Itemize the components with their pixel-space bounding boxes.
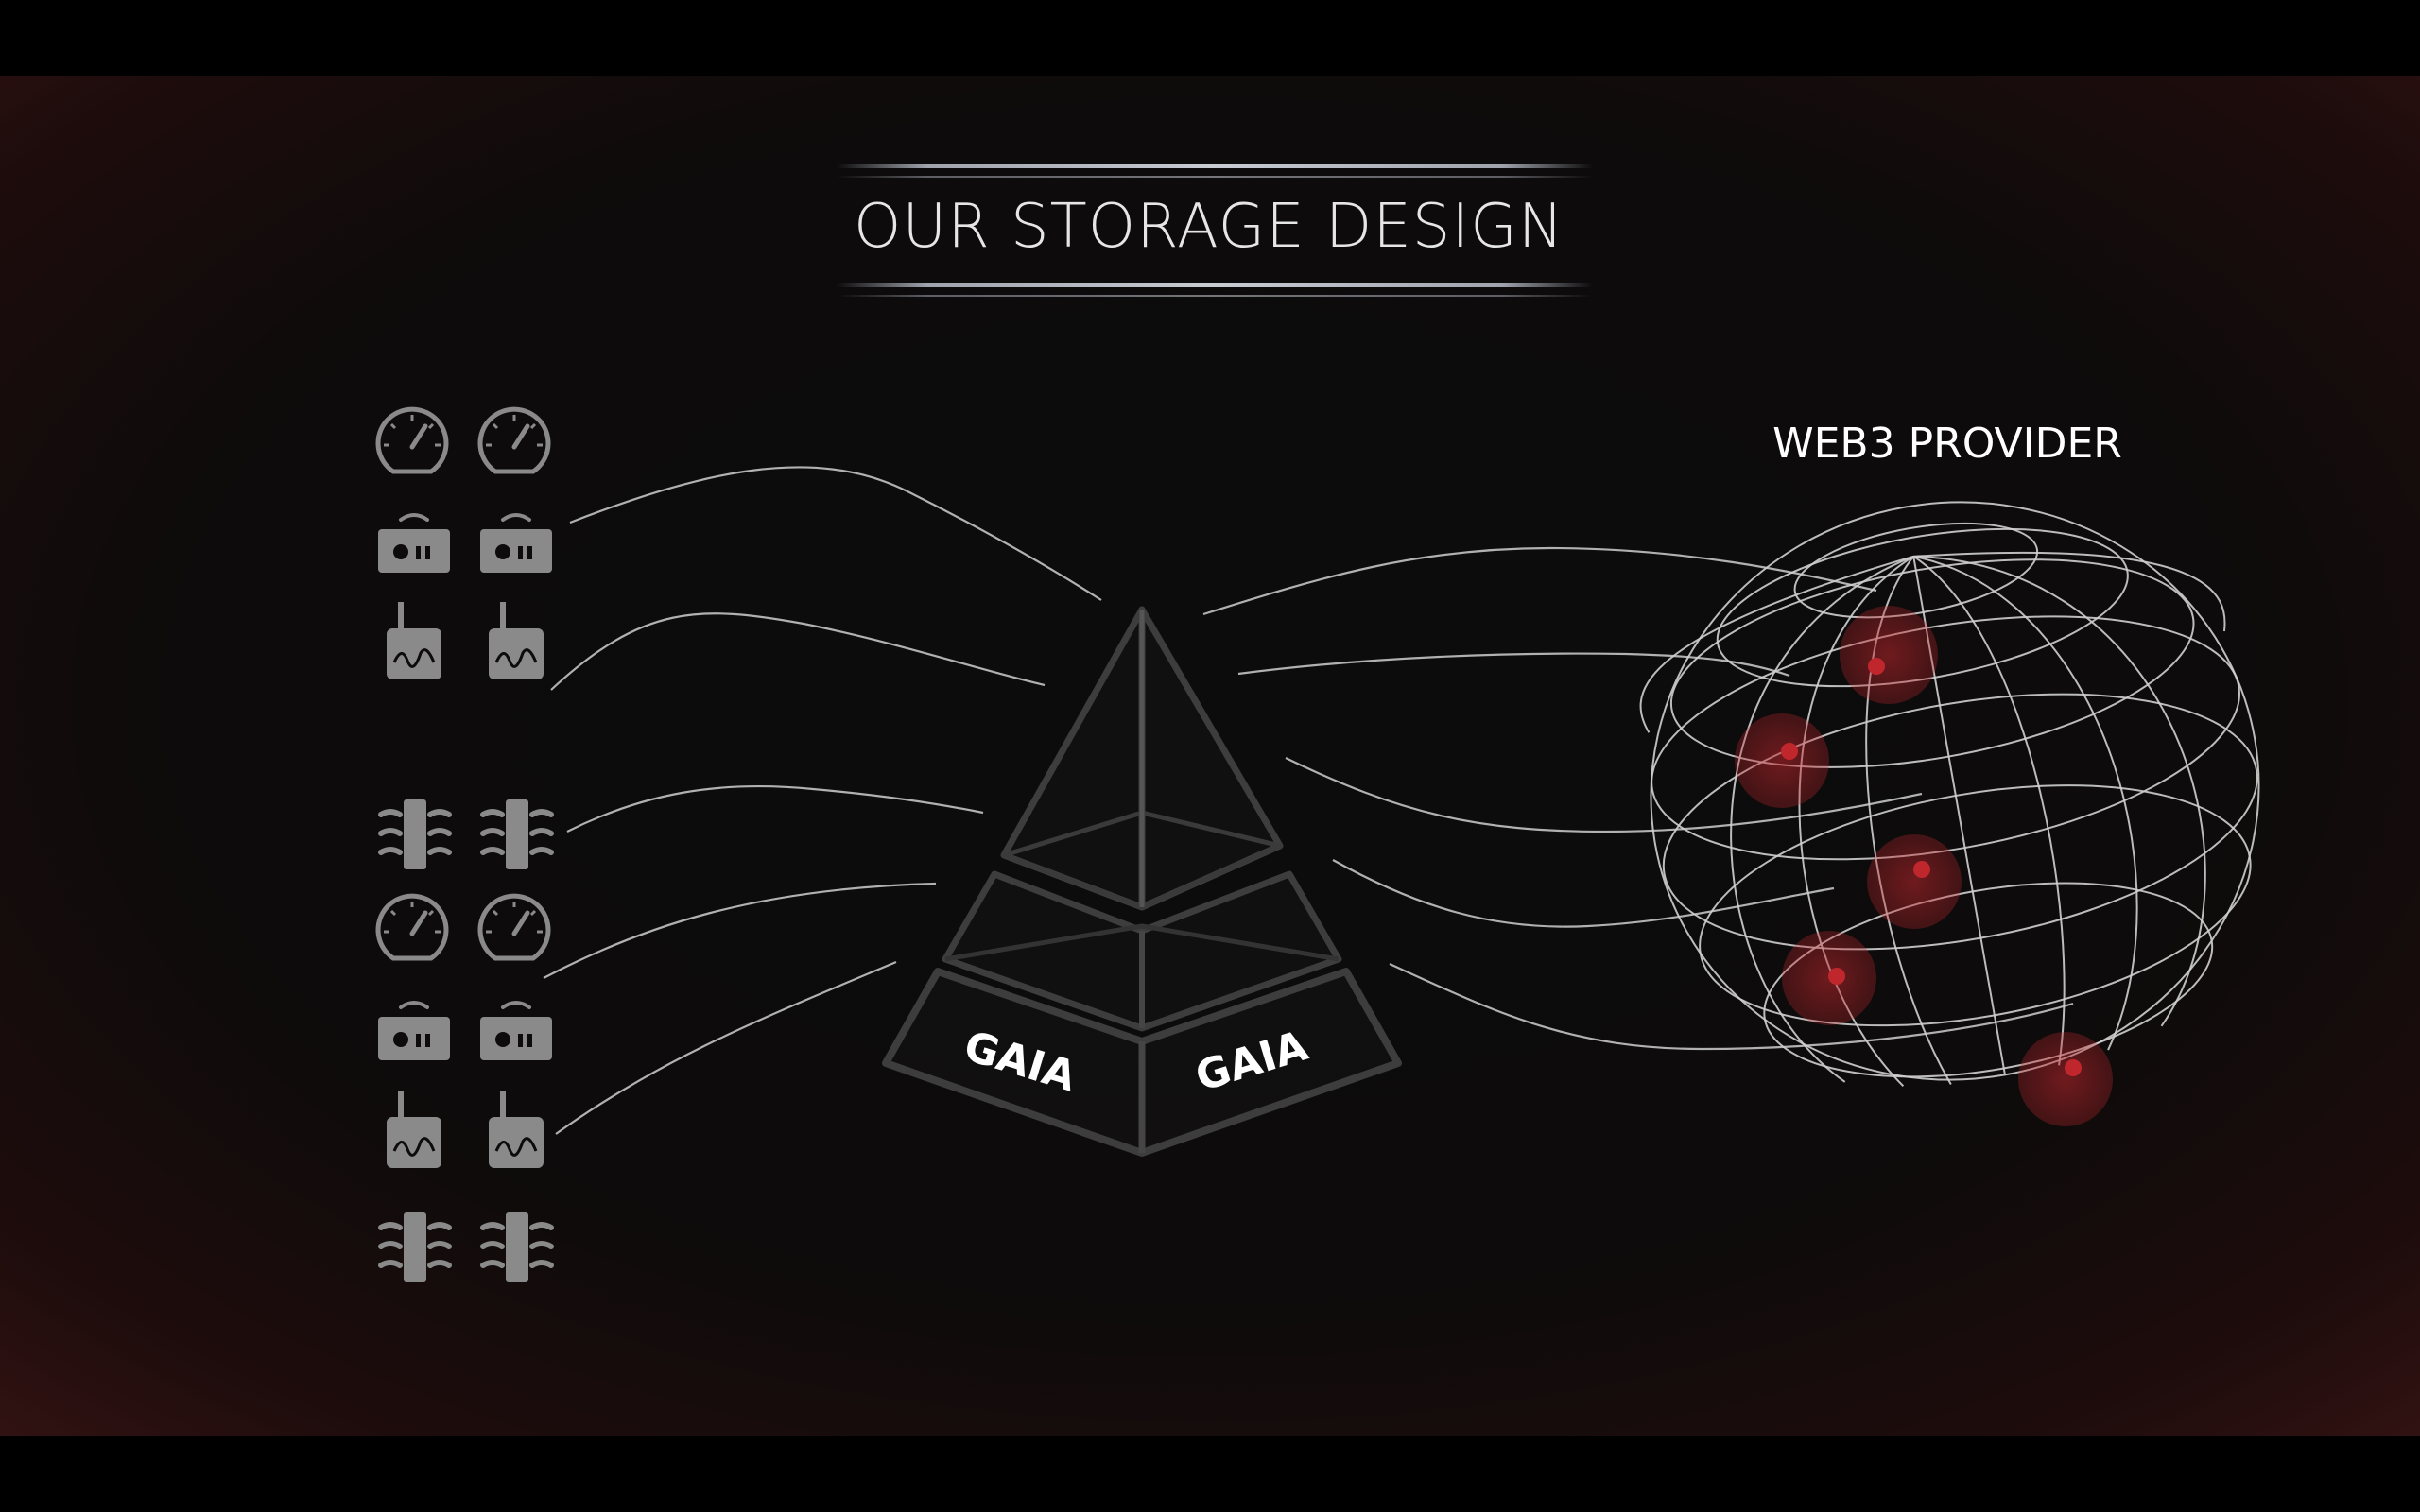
node-dot <box>1828 968 1845 985</box>
globe-longitude <box>1912 555 2066 1066</box>
connection-line <box>569 466 1102 601</box>
letterbox-top <box>0 0 2420 76</box>
globe-longitude <box>1730 555 1914 1083</box>
node-dot <box>1868 658 1885 675</box>
slide-title: OUR STORAGE DESIGN <box>854 192 1564 262</box>
pyramid-top-base <box>1001 810 1283 910</box>
gauge-icon <box>475 888 554 968</box>
radio-icon <box>476 503 556 582</box>
node-dot <box>1781 743 1798 760</box>
radio-icon <box>476 990 556 1070</box>
connection-line <box>1389 962 2074 1051</box>
connection-line <box>1332 859 1835 928</box>
globe-longitude <box>1639 555 1914 733</box>
node-halo <box>2018 1032 2113 1126</box>
globe-label: WEB3 PROVIDER <box>1772 420 2122 468</box>
gauge-icon <box>475 402 554 481</box>
title-rule-bottom <box>837 284 1593 287</box>
globe-nodes <box>1735 606 2113 1126</box>
connection-line <box>1202 546 1877 616</box>
title-rule-top <box>837 164 1593 168</box>
node-halo <box>1867 834 1962 929</box>
globe-longitude <box>1913 555 2206 1027</box>
title-rule-bottom-thin <box>837 295 1593 297</box>
sensor-icon <box>475 600 555 679</box>
node-dot <box>2065 1059 2082 1076</box>
sensor-icon <box>373 600 453 679</box>
gauge-icon <box>372 402 452 481</box>
cooling-icon <box>375 1207 455 1286</box>
node-halo <box>1735 713 1829 808</box>
connection-line <box>566 784 984 833</box>
title-block: OUR STORAGE DESIGN <box>837 151 1593 302</box>
connection-line <box>555 960 897 1135</box>
cooling-icon <box>375 794 455 873</box>
radio-icon <box>374 503 454 582</box>
title-rule-top-thin <box>837 176 1593 178</box>
globe-longitude <box>1913 551 2226 632</box>
sensor-icon <box>373 1089 453 1168</box>
globe-longitude <box>1913 555 2138 1051</box>
slide: GAIA GAIA <box>0 76 2420 1436</box>
connection-line <box>1285 757 1923 833</box>
pyramid-top-right-face <box>1138 606 1284 911</box>
globe-longitude <box>1798 555 1914 1087</box>
pyramid-middle-inner <box>944 923 1340 962</box>
letterbox-bottom <box>0 1436 2420 1512</box>
sensor-icon <box>475 1089 555 1168</box>
node-halo <box>1840 606 1938 704</box>
radio-icon <box>374 990 454 1070</box>
provider-connections <box>1202 546 2074 1051</box>
cooling-icon <box>477 1207 557 1286</box>
diagram-canvas: GAIA GAIA <box>543 466 2260 1157</box>
gaia-pyramid: GAIA GAIA <box>882 606 1402 1157</box>
web3-globe <box>1639 501 2260 1126</box>
device-connections <box>543 466 1102 1135</box>
connection-line <box>550 612 1046 691</box>
cooling-icon <box>477 794 557 873</box>
node-dot <box>1913 861 1930 878</box>
connection-line <box>1237 652 1790 678</box>
connection-line <box>543 882 937 979</box>
gauge-icon <box>372 888 452 968</box>
